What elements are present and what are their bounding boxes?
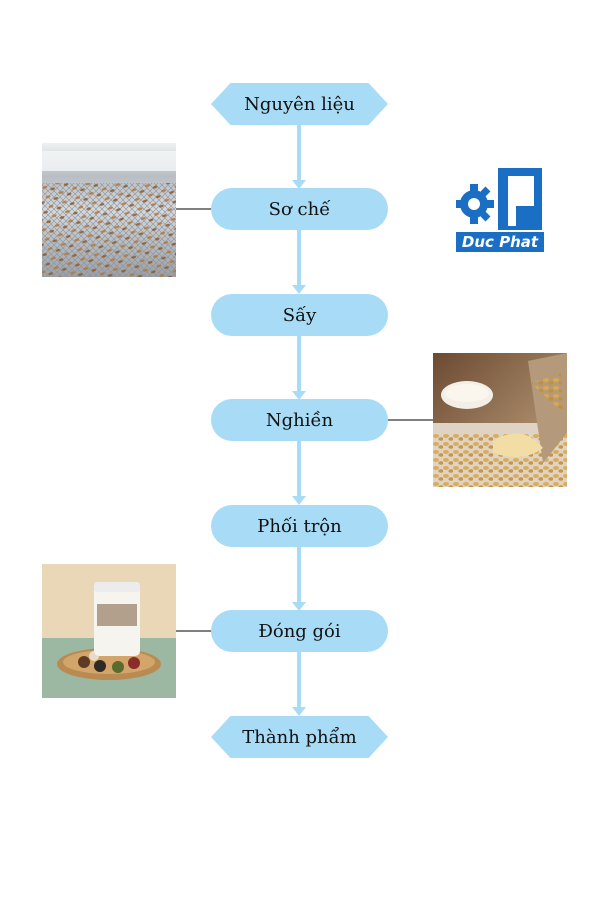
arrowhead-6 <box>292 707 306 716</box>
step-label: Đóng gói <box>258 620 341 642</box>
step-phoi-tron: Phối trộn <box>211 505 388 547</box>
step-label: Phối trộn <box>257 515 342 537</box>
step-say: Sấy <box>211 294 388 336</box>
arrowhead-1 <box>292 180 306 189</box>
step-nghien: Nghiền <box>211 399 388 441</box>
step-label: Nguyên liệu <box>244 93 355 115</box>
raw-grain-conveyor-photo <box>42 143 176 277</box>
step-label: Thành phẩm <box>242 726 357 748</box>
step-label: Nghiền <box>265 409 334 431</box>
step-thanh-pham: Thành phẩm <box>211 716 388 758</box>
arrowhead-4 <box>292 496 306 505</box>
grain-flour-photo <box>433 353 567 487</box>
arrowhead-5 <box>292 602 306 611</box>
step-nguyen-lieu: Nguyên liệu <box>211 83 388 125</box>
step-label: Sấy <box>282 304 317 326</box>
step-dong-goi: Đóng gói <box>211 610 388 652</box>
arrowhead-3 <box>292 391 306 400</box>
logo-gear-icon <box>456 166 544 252</box>
packaged-product-jar-photo <box>42 564 176 698</box>
step-label: Sơ chế <box>268 198 331 220</box>
duc-phat-logo: Duc Phat <box>456 166 544 252</box>
arrowhead-2 <box>292 285 306 294</box>
logo-text: Duc Phat <box>461 233 539 251</box>
step-so-che: Sơ chế <box>211 188 388 230</box>
